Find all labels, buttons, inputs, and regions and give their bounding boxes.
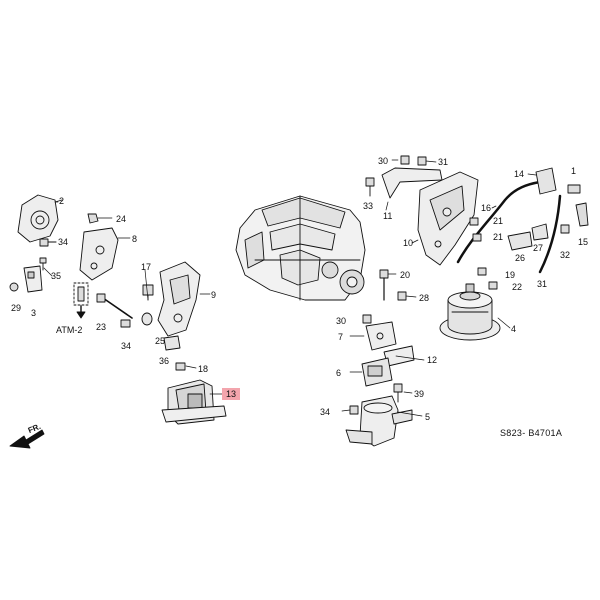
part-18-bolt bbox=[175, 362, 186, 371]
callout-26: 26 bbox=[515, 253, 526, 263]
part-20-bolt bbox=[379, 269, 389, 301]
part-30-nut bbox=[400, 155, 410, 165]
part-34-bolt-top bbox=[365, 177, 375, 197]
callout-7: 7 bbox=[338, 332, 344, 342]
part-35-bolt bbox=[39, 238, 57, 247]
callout-37: 35 bbox=[51, 271, 62, 281]
callout-6: 6 bbox=[336, 368, 342, 378]
atm-dashed-box bbox=[73, 282, 89, 319]
engine-block bbox=[235, 195, 366, 301]
callout-15: 15 bbox=[578, 237, 589, 247]
callout-1: 1 bbox=[571, 166, 577, 176]
callout-34-lower: 34 bbox=[320, 407, 331, 417]
part-2-mount-bracket bbox=[17, 194, 63, 243]
part-39-bolt bbox=[393, 383, 403, 403]
fr-direction-arrow bbox=[9, 429, 45, 449]
part-36-nut bbox=[120, 319, 131, 328]
callout-23: 23 bbox=[96, 322, 107, 332]
part-28-nut bbox=[9, 282, 19, 292]
callout-9: 9 bbox=[211, 290, 217, 300]
part-31-nut-lower bbox=[362, 314, 372, 324]
callout-31-lower: 30 bbox=[336, 316, 347, 326]
callout-33: 32 bbox=[560, 250, 571, 260]
part-7-bracket bbox=[365, 321, 397, 351]
part-22-nut bbox=[488, 281, 498, 290]
callout-17: 17 bbox=[141, 262, 152, 272]
callout-2: 2 bbox=[59, 196, 65, 206]
part-24-nut bbox=[87, 213, 99, 224]
callout-36: 34 bbox=[121, 341, 132, 351]
part-4-engine-mount bbox=[439, 283, 501, 341]
part-19-bolt bbox=[477, 267, 487, 276]
part-33-bolt bbox=[560, 224, 570, 234]
callout-39: 39 bbox=[414, 389, 425, 399]
callout-34-top: 33 bbox=[363, 201, 374, 211]
part-13-transmission-mount bbox=[161, 379, 227, 425]
diagram-reference-code: S823- B4701A bbox=[500, 428, 563, 438]
part-31-nut-top bbox=[417, 156, 427, 166]
callout-22: 22 bbox=[512, 282, 523, 292]
part-26-clamp bbox=[507, 231, 533, 251]
callout-18: 18 bbox=[198, 364, 209, 374]
part-38-bushing bbox=[163, 335, 181, 351]
part-27-clamp bbox=[531, 223, 549, 241]
part-9-mount-bracket bbox=[157, 261, 201, 337]
callout-30: 30 bbox=[378, 156, 389, 166]
part-8-bracket bbox=[79, 227, 119, 281]
part-34-bolt-lower bbox=[349, 405, 359, 415]
part-16-hose bbox=[456, 180, 542, 264]
callout-29: 28 bbox=[419, 293, 430, 303]
part-5-engine-mount bbox=[345, 395, 413, 447]
callout-38: 36 bbox=[159, 356, 170, 366]
part-23-bolt bbox=[96, 293, 133, 319]
callout-24: 24 bbox=[116, 214, 127, 224]
callout-14: 14 bbox=[514, 169, 525, 179]
part-21-bolt-b bbox=[472, 233, 482, 242]
atm-label: ATM-2 bbox=[56, 325, 83, 335]
callout-28: 29 bbox=[11, 303, 22, 313]
callout-13-highlighted: 13 bbox=[222, 388, 241, 400]
callout-27: 27 bbox=[533, 243, 544, 253]
part-25-bushing bbox=[141, 312, 153, 326]
callout-21-a: 21 bbox=[493, 216, 504, 226]
leader-lines bbox=[43, 159, 537, 417]
callout-32: 31 bbox=[537, 279, 548, 289]
callout-5: 5 bbox=[425, 412, 431, 422]
callout-21-b: 21 bbox=[493, 232, 504, 242]
part-15-fitting bbox=[575, 202, 589, 227]
callout-11: 11 bbox=[383, 211, 393, 221]
callout-10: 10 bbox=[403, 238, 414, 248]
part-14-valve bbox=[535, 167, 557, 195]
part-6-bracket bbox=[361, 357, 393, 387]
callout-35: 34 bbox=[58, 237, 69, 247]
part-29-nut bbox=[397, 291, 407, 301]
callout-4: 4 bbox=[511, 324, 517, 334]
callout-3: 3 bbox=[31, 308, 37, 318]
part-37-bolt bbox=[39, 257, 47, 271]
callout-19: 19 bbox=[505, 270, 516, 280]
callout-20: 20 bbox=[400, 270, 411, 280]
callout-25: 25 bbox=[155, 336, 166, 346]
part-32-hose bbox=[538, 194, 562, 274]
part-10-bracket bbox=[417, 171, 479, 266]
callout-31-top: 31 bbox=[438, 157, 449, 167]
part-21-bolt-a bbox=[469, 217, 479, 226]
part-3-bracket bbox=[23, 265, 43, 293]
callout-16: 16 bbox=[481, 203, 492, 213]
part-1-clip bbox=[567, 184, 581, 194]
callout-12: 12 bbox=[427, 355, 438, 365]
callout-8: 8 bbox=[132, 234, 138, 244]
